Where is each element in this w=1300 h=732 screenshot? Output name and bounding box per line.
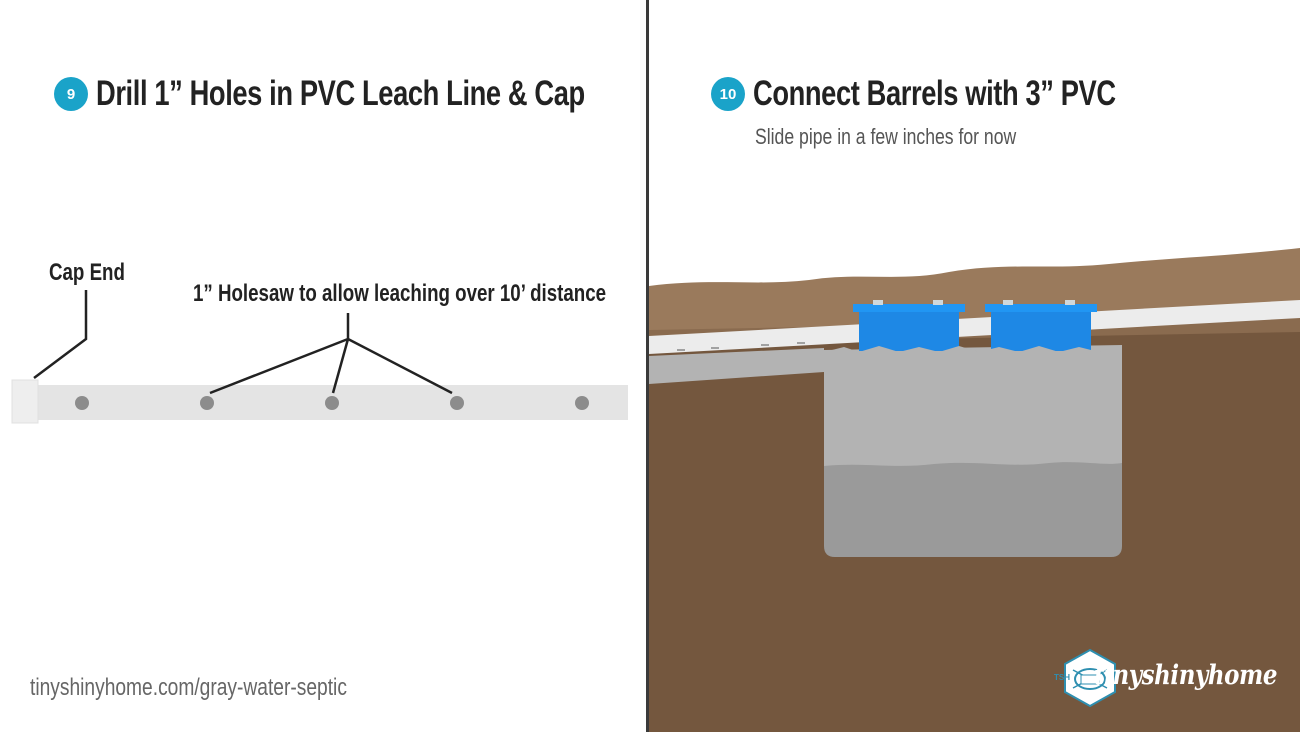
step-9-panel: 9 Drill 1” Holes in PVC Leach Line & Cap…: [0, 0, 647, 732]
leach-line-illustration: [11, 290, 628, 424]
holesaw-leader-line: [331, 338, 350, 394]
step-10-subtitle: Slide pipe in a few inches for now: [755, 124, 1017, 149]
barrel-bung: [1065, 300, 1075, 305]
holesaw-label: 1” Holesaw to allow leaching over 10’ di…: [193, 280, 607, 307]
gravel-pit-upper: [824, 345, 1122, 470]
logo-badge-text: TSH: [1054, 673, 1070, 682]
barrel-body: [859, 306, 959, 351]
barrel-body: [991, 306, 1091, 351]
source-url: tinyshinyhome.com/gray-water-septic: [30, 674, 347, 701]
step-9-title: Drill 1” Holes in PVC Leach Line & Cap: [96, 74, 585, 113]
barrel-bung: [1003, 300, 1013, 305]
barrel-rim: [985, 304, 1097, 312]
gravel-pit-lower: [824, 462, 1122, 557]
step-10-number-badge: 10: [711, 77, 745, 111]
holesaw-leader-line: [209, 337, 349, 395]
barrel-bung: [873, 300, 883, 305]
cap-end-leader-line: [33, 290, 88, 379]
brand-wordmark: tinyshinyhome: [1094, 660, 1278, 691]
step-9-number-badge: 9: [54, 77, 88, 111]
barrel-left: [853, 300, 965, 351]
barrel-bung: [933, 300, 943, 305]
holesaw-leader-line: [347, 337, 453, 395]
drilled-hole: [450, 396, 464, 410]
barrel-trench-illustration: [649, 248, 1300, 732]
pvc-connecting-pipe: [649, 300, 1300, 354]
brand-logo: tinyshinyhome: [1094, 660, 1300, 691]
drilled-hole: [575, 396, 589, 410]
panel-divider: [646, 0, 649, 732]
drilled-hole: [200, 396, 214, 410]
pvc-cap: [11, 379, 39, 424]
drilled-hole: [325, 396, 339, 410]
gravel-top-edge: [824, 346, 1122, 356]
airstream-trailer-icon: [1064, 648, 1116, 708]
step-10-heading: 10 Connect Barrels with 3” PVC: [711, 74, 1218, 114]
barrel-rim: [853, 304, 965, 312]
step-9-heading: 9 Drill 1” Holes in PVC Leach Line & Cap: [54, 74, 723, 114]
drilled-hole: [75, 396, 89, 410]
barrel-right: [985, 300, 1097, 351]
step-10-panel: 10 Connect Barrels with 3” PVC Slide pip…: [649, 0, 1300, 732]
pipe-gravel-bed: [649, 348, 824, 384]
step-10-title: Connect Barrels with 3” PVC: [753, 74, 1116, 113]
cap-end-label: Cap End: [49, 259, 125, 286]
